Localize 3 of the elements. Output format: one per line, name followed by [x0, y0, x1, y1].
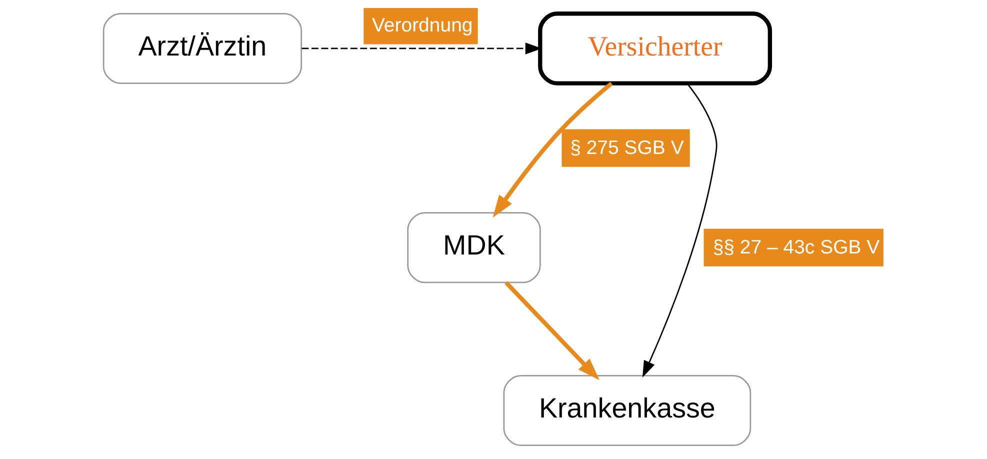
edge-label: §§ 27 – 43c SGB V [712, 236, 880, 258]
edge-label: Verordnung [372, 14, 473, 36]
edge-label: § 275 SGB V [570, 136, 684, 159]
